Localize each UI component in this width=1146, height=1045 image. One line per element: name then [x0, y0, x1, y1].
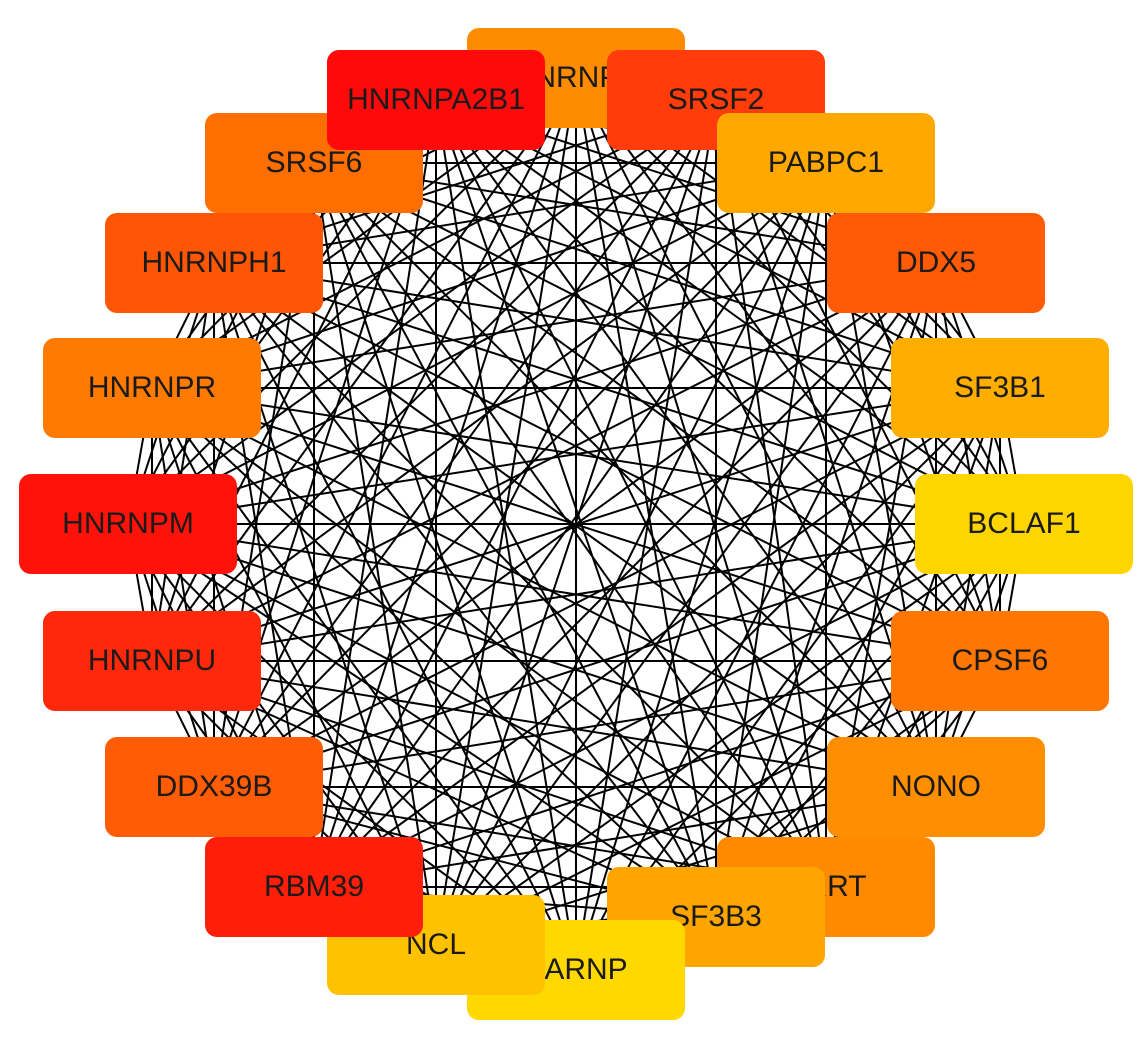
node-label: HNRNPA2B1	[347, 83, 525, 116]
node-label: DDX5	[895, 246, 977, 279]
edge-sf3b1-nono	[935, 387, 1001, 788]
node-hnrnpu[interactable]: HNRNPU	[43, 611, 261, 711]
node-label: BCLAF1	[967, 507, 1081, 540]
node-label: NONO	[891, 770, 981, 803]
edge-sf3b1-rbm39	[313, 387, 1001, 888]
edge-ncl-srsf6	[313, 162, 437, 946]
edge-sf3b1-srsf6	[313, 162, 1001, 389]
node-label: PABPC1	[767, 146, 885, 179]
node-bclaf1[interactable]: BCLAF1	[915, 474, 1133, 574]
edge-srsf2-hnrnpm	[127, 99, 717, 525]
node-ddx39b[interactable]: DDX39B	[105, 737, 323, 837]
edge-bclaf1-ncl	[435, 523, 1025, 946]
edge-bclaf1-hnrnpr	[151, 387, 1025, 525]
edge-nono-hnrnph1	[213, 262, 937, 788]
edge-sf3b3-hnrnpa2b1	[435, 99, 717, 918]
edge-srsf2-ncl	[435, 99, 717, 946]
node-label: SRSF6	[265, 146, 363, 179]
edge-bclaf1-srsf6	[313, 162, 1025, 525]
edge-sf3b3-srsf6	[313, 162, 717, 918]
edge-sf3b3-hnrnpm	[127, 523, 717, 918]
node-rbm39[interactable]: RBM39	[205, 837, 423, 937]
edge-nono-hnrnpu	[151, 660, 937, 788]
edge-bclaf1-hnrnpa2b1	[435, 99, 1025, 525]
edge-ddx5-hnrnpr	[151, 262, 937, 389]
node-label: CPSF6	[951, 644, 1049, 677]
edge-nono-hnrnpa2b1	[435, 99, 937, 788]
node-label: RBM39	[263, 870, 365, 903]
edge-sf3b1-ddx39b	[213, 387, 1001, 788]
edge-hnrnpk-nono	[575, 77, 937, 788]
edge-rbm39-hnrnpa2b1	[313, 99, 437, 888]
edge-ddx5-sarnp	[575, 262, 937, 971]
node-label: SF3B1	[954, 371, 1046, 404]
node-label: SRSF2	[667, 83, 765, 116]
node-label: HNRNPU	[87, 644, 217, 677]
edge-nono-hnrnpr	[151, 387, 937, 788]
edge-srrt-hnrnpu	[151, 660, 827, 888]
node-hnrnpm[interactable]: HNRNPM	[19, 474, 237, 574]
node-label: DDX39B	[155, 770, 273, 803]
edge-cpsf6-hnrnph1	[213, 262, 1001, 662]
node-label: SF3B3	[670, 900, 762, 933]
node-ddx5[interactable]: DDX5	[827, 213, 1045, 313]
node-nono[interactable]: NONO	[827, 737, 1045, 837]
node-hnrnph1[interactable]: HNRNPH1	[105, 213, 323, 313]
edge-hnrnpk-bclaf1	[575, 77, 1025, 525]
node-hnrnpa2b1[interactable]: HNRNPA2B1	[327, 50, 545, 150]
edge-cpsf6-srsf6	[313, 162, 1001, 662]
node-label: HNRNPM	[62, 507, 194, 540]
edge-sarnp-hnrnph1	[213, 262, 577, 971]
edge-bclaf1-hnrnph1	[213, 262, 1025, 525]
edge-cpsf6-rbm39	[313, 660, 1001, 888]
edge-pabpc1-sarnp	[575, 162, 827, 971]
edge-ddx5-rbm39	[313, 262, 937, 888]
edge-srrt-hnrnpa2b1	[435, 99, 827, 888]
edge-ddx5-cpsf6	[935, 262, 1001, 662]
edge-ddx5-hnrnpu	[151, 262, 937, 662]
edge-sarnp-srsf6	[313, 162, 577, 971]
node-hnrnpr[interactable]: HNRNPR	[43, 338, 261, 438]
edge-ddx39b-hnrnpr	[151, 387, 215, 788]
edge-nono-srsf6	[313, 162, 937, 788]
edge-pabpc1-hnrnpm	[127, 162, 827, 525]
edge-pabpc1-hnrnpr	[151, 162, 827, 389]
edge-srsf2-hnrnpu	[151, 99, 717, 662]
node-pabpc1[interactable]: PABPC1	[717, 113, 935, 213]
edge-cpsf6-hnrnpa2b1	[435, 99, 1001, 662]
node-label: HNRNPR	[87, 371, 217, 404]
node-sf3b1[interactable]: SF3B1	[891, 338, 1109, 438]
edge-pabpc1-ncl	[435, 162, 827, 946]
edge-srsf2-sarnp	[575, 99, 717, 971]
node-cpsf6[interactable]: CPSF6	[891, 611, 1109, 711]
edge-srrt-hnrnph1	[213, 262, 827, 888]
node-label: HNRNPH1	[141, 246, 287, 279]
edge-cpsf6-hnrnpm	[127, 523, 1001, 662]
edge-srrt-hnrnpm	[127, 523, 827, 888]
edge-srsf2-rbm39	[313, 99, 717, 888]
edge-sarnp-hnrnpa2b1	[435, 99, 577, 971]
edge-hnrnpu-hnrnph1	[151, 262, 215, 662]
edge-hnrnpk-hnrnpm	[127, 77, 577, 525]
edge-srrt-srsf6	[313, 162, 827, 888]
edge-sf3b1-hnrnph1	[213, 262, 1001, 389]
